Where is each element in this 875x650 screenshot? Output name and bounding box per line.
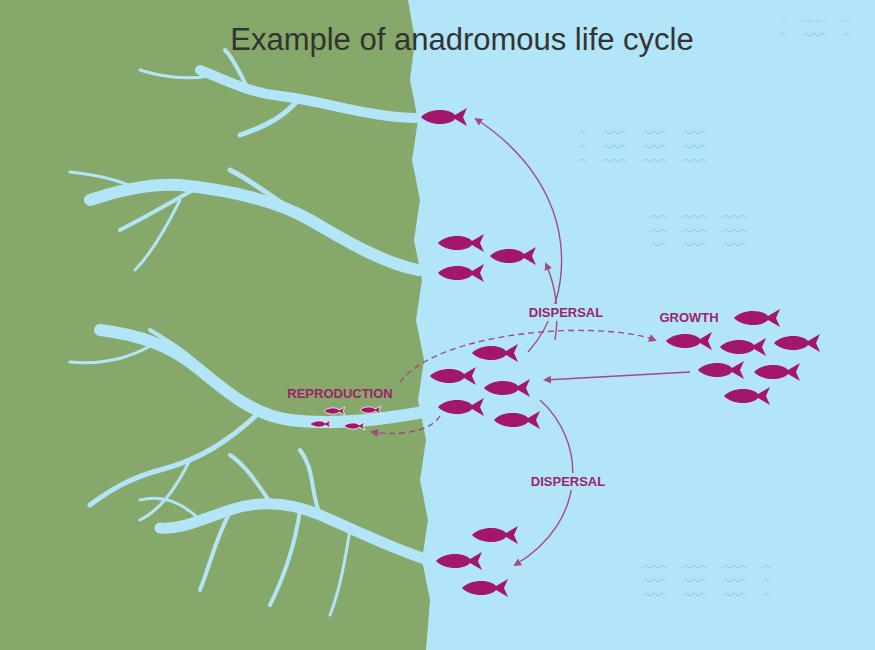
stage-label: DISPERSAL <box>526 304 606 321</box>
stage-label: GROWTH <box>656 309 721 326</box>
stage-label: REPRODUCTION <box>284 385 395 402</box>
stage-label: DISPERSAL <box>528 473 608 490</box>
diagram-title: Example of anadromous life cycle <box>230 22 694 58</box>
